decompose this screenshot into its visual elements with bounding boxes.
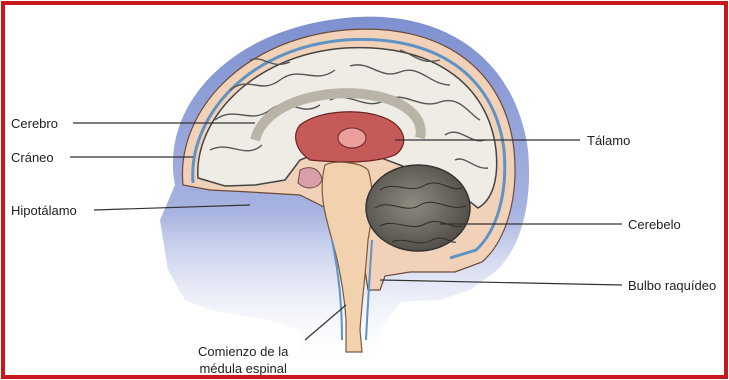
label-cerebelo: Cerebelo [628,218,681,231]
label-hipotalamo: Hipotálamo [11,204,77,217]
label-comienzo-medula: Comienzo de la médula espinal [198,343,288,377]
label-comienzo-line2: médula espinal [198,360,288,377]
label-craneo: Cráneo [11,151,54,164]
cerebellum [366,165,470,251]
label-comienzo-line1: Comienzo de la [198,343,288,360]
label-cerebro: Cerebro [11,117,58,130]
label-talamo: Tálamo [587,134,630,147]
label-bulbo-raquideo: Bulbo raquídeo [628,279,716,292]
